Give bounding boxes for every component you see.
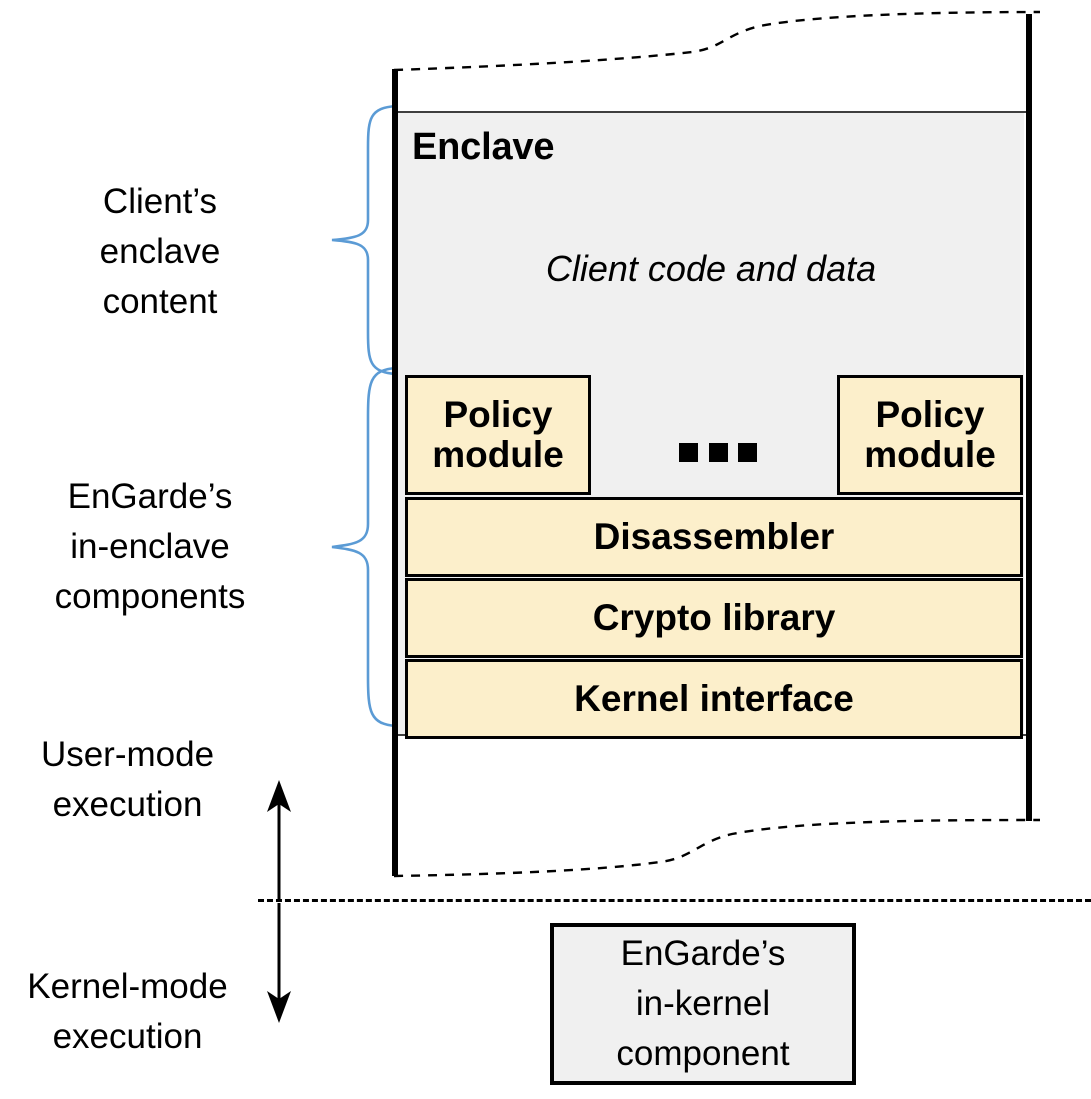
dashed-divider-icon [258, 899, 1091, 902]
label-user-mode-execution: User-mode execution [40, 735, 215, 824]
curly-brace-icon-engarde [331, 366, 398, 728]
crypto-library-box[interactable]: Crypto library [405, 578, 1023, 658]
label-kernel-mode-execution: Kernel-mode execution [27, 967, 228, 1056]
kernel-interface-box[interactable]: Kernel interface [405, 659, 1023, 739]
engarde-in-kernel-component-box[interactable]: EnGarde’s in-kernel component [550, 923, 856, 1085]
label-clients-enclave-content: Client’s enclave content [99, 182, 221, 321]
torn-edge-icon-bottom [393, 818, 1041, 878]
ellipsis-square [679, 442, 698, 462]
curly-brace-icon-client [331, 104, 398, 376]
page-rule-top [398, 111, 1026, 113]
arrow-down-icon [267, 903, 291, 1023]
client-code-and-data-label: Client code and data [545, 248, 877, 289]
label-engardes-in-enclave-components: EnGarde’s in-enclave components [54, 477, 246, 616]
enclave-title: Enclave [412, 126, 555, 168]
ellipsis-square [738, 442, 757, 462]
policy-module-left-box[interactable]: Policy module [405, 375, 591, 495]
torn-edge-icon-top [393, 10, 1041, 72]
policy-module-right-box[interactable]: Policy module [837, 375, 1023, 495]
ellipsis-icon [679, 442, 757, 462]
arrow-up-icon [267, 780, 291, 900]
page-edge-left [392, 69, 398, 876]
page-edge-right [1026, 14, 1032, 821]
disassembler-box[interactable]: Disassembler [405, 497, 1023, 577]
ellipsis-square [708, 442, 728, 462]
